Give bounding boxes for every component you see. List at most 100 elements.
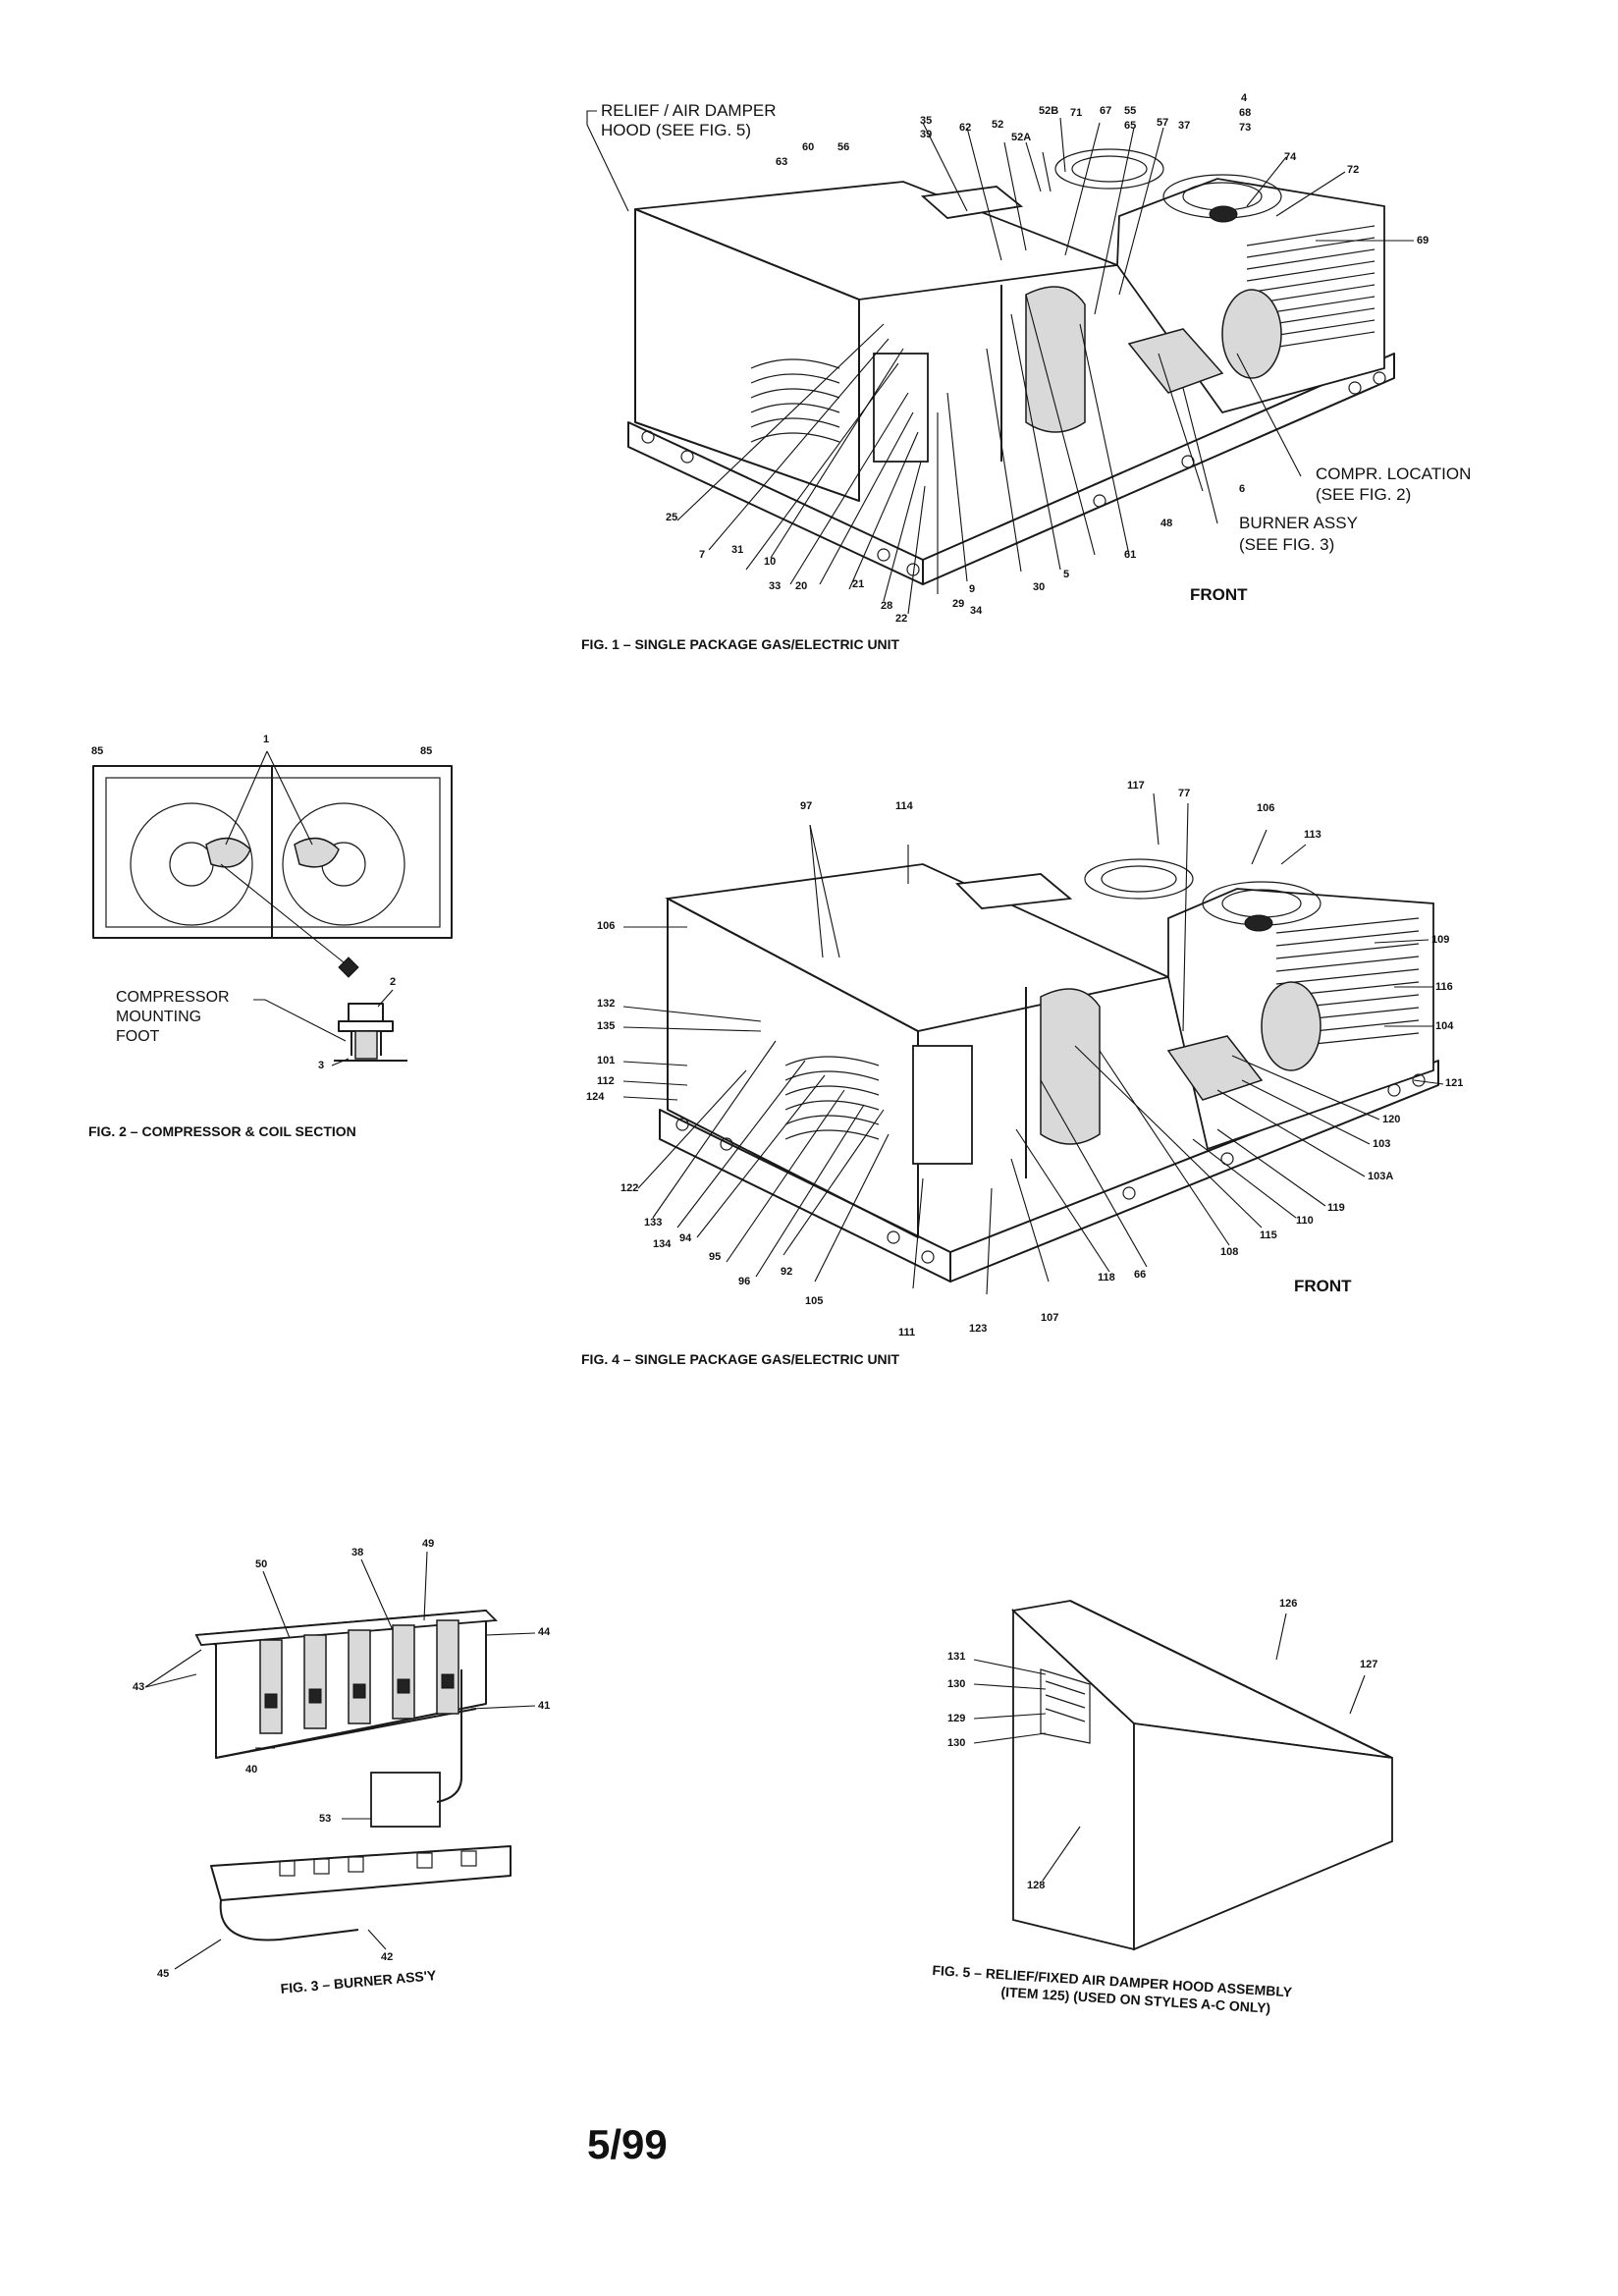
fig1-part-label: 62 [959, 122, 972, 134]
fig1-part-label: 28 [881, 600, 893, 612]
fig4-burner-block [1166, 1035, 1264, 1101]
fig2-part-label: 1 [263, 734, 270, 745]
fig1-part-label: 25 [666, 512, 678, 523]
fig3-part-label: 42 [381, 1951, 394, 1963]
fig4-part-label: 115 [1260, 1230, 1277, 1241]
fig1-part-label: 35 [920, 115, 933, 127]
fig4-caption: FIG. 4 – SINGLE PACKAGE GAS/ELECTRIC UNI… [581, 1351, 900, 1367]
fig1-part-label: 21 [852, 578, 865, 590]
fig4-damper-stub [955, 873, 1073, 909]
fig4-part-label: 95 [709, 1251, 722, 1263]
fig4-part-label: 112 [597, 1075, 615, 1087]
fig3-manifold-bar [210, 1845, 512, 1901]
fig2-note-line-3: FOOT [116, 1028, 160, 1045]
fig2-fan-right [282, 802, 405, 926]
fig4-base-front [659, 1109, 951, 1283]
fig4-part-label: 94 [679, 1232, 692, 1244]
fig4-part-label: 133 [644, 1217, 663, 1229]
fig4-part-label: 97 [800, 800, 813, 812]
fig1-part-label: 33 [769, 580, 782, 592]
fig1-part-label: 61 [1124, 549, 1137, 561]
fig1-unit-drawing [586, 110, 1414, 615]
fig1-fan-motor [1209, 205, 1238, 223]
fig4-compressor [1261, 981, 1321, 1071]
fig3-part-label: 41 [538, 1700, 551, 1712]
fig1-part-label: 67 [1100, 105, 1112, 117]
fig1-part-label: 9 [969, 583, 976, 595]
fig4-blower [1040, 988, 1101, 1145]
fig1-part-label: 73 [1239, 122, 1252, 134]
fig3-part-label: 40 [245, 1764, 258, 1776]
fig4-part-label: 134 [653, 1238, 672, 1250]
fig2-fan-left [130, 802, 253, 926]
fig5-part-label: 130 [947, 1678, 966, 1690]
fig3-leader-lines [144, 1551, 536, 1970]
fig4-part-label: 120 [1382, 1114, 1401, 1125]
fig3-part-label: 44 [538, 1626, 551, 1638]
fig3-ignition-module [370, 1772, 441, 1828]
fig5-part-label: 128 [1027, 1880, 1046, 1891]
fig1-part-label: 63 [776, 156, 788, 168]
fig2-part-label: 85 [91, 745, 104, 757]
fig4-front-label: FRONT [1294, 1277, 1352, 1295]
fig5-part-label: 131 [947, 1651, 966, 1663]
fig1-part-label: 56 [837, 141, 850, 153]
fig1-part-label: 7 [699, 549, 706, 561]
fig4-part-label: 109 [1431, 934, 1450, 946]
fig1-part-label: 48 [1160, 518, 1173, 529]
fig3-part-label: 49 [422, 1538, 435, 1550]
fig1-heat-exchanger [750, 358, 840, 443]
fig1-part-label: 37 [1178, 120, 1191, 132]
fig3-part-label: 43 [133, 1681, 145, 1693]
fig4-part-label: 110 [1296, 1215, 1314, 1227]
fig1-part-label: 22 [895, 613, 908, 625]
fig1-compressor [1221, 289, 1282, 379]
fig2-compressor-left [205, 837, 251, 868]
fig4-part-label: 135 [597, 1020, 616, 1032]
fig4-part-label: 114 [895, 800, 913, 812]
fig4-part-label: 119 [1327, 1202, 1345, 1214]
fig1-part-label: 60 [802, 141, 815, 153]
fig4-part-label: 108 [1220, 1246, 1239, 1258]
fig1-part-label: 72 [1347, 164, 1360, 176]
fig1-part-label: 52B [1039, 105, 1059, 117]
fig1-part-label: 34 [970, 605, 983, 617]
fig1-part-label: 5 [1063, 569, 1070, 580]
fig5-part-label: 127 [1360, 1659, 1378, 1670]
fig1-part-label: 29 [952, 598, 965, 610]
fig1-burner-block [1127, 328, 1224, 394]
fig5-part-label: 130 [947, 1737, 966, 1749]
fig1-part-label: 30 [1033, 581, 1046, 593]
fig2-note-line-1: COMPRESSOR [116, 989, 230, 1006]
fig1-part-label: 31 [731, 544, 744, 556]
fig1-part-label: 65 [1124, 120, 1137, 132]
fig1-leader-lines [676, 117, 1414, 615]
fig1-part-label: 6 [1239, 483, 1246, 495]
fig4-part-label: 92 [781, 1266, 793, 1278]
fig4-part-label: 116 [1435, 981, 1453, 993]
fig5-part-label: 129 [947, 1713, 966, 1724]
fig2-mounting-foot [334, 1003, 407, 1062]
fig4-part-label: 103 [1373, 1138, 1391, 1150]
fig4-unit-drawing [622, 793, 1444, 1295]
page-number: 5/99 [587, 2121, 668, 2167]
fig3-part-label: 45 [157, 1968, 170, 1980]
fig4-part-label: 121 [1445, 1077, 1464, 1089]
fig4-part-label: 77 [1178, 788, 1191, 799]
fig1-part-label: 52A [1011, 132, 1032, 143]
fig2-note-line-2: MOUNTING [116, 1009, 202, 1025]
fig4-part-label: 124 [586, 1091, 605, 1103]
fig1-part-label: 4 [1241, 92, 1248, 104]
fig2-caption: FIG. 2 – COMPRESSOR & COIL SECTION [88, 1123, 356, 1139]
fig4-part-label: 106 [597, 920, 616, 932]
fig1-note-burner-2: (SEE FIG. 3) [1239, 535, 1335, 554]
fig1-part-label: 57 [1157, 117, 1169, 129]
fig4-control-box [912, 1045, 973, 1165]
fig4-part-label: 111 [898, 1327, 916, 1339]
fig1-part-label: 52 [992, 119, 1004, 131]
fig4-part-label: 101 [597, 1055, 616, 1066]
fig2-part-label: 2 [390, 976, 397, 988]
fig4-part-label: 123 [969, 1323, 988, 1335]
fig3-drawing [144, 1551, 536, 1970]
